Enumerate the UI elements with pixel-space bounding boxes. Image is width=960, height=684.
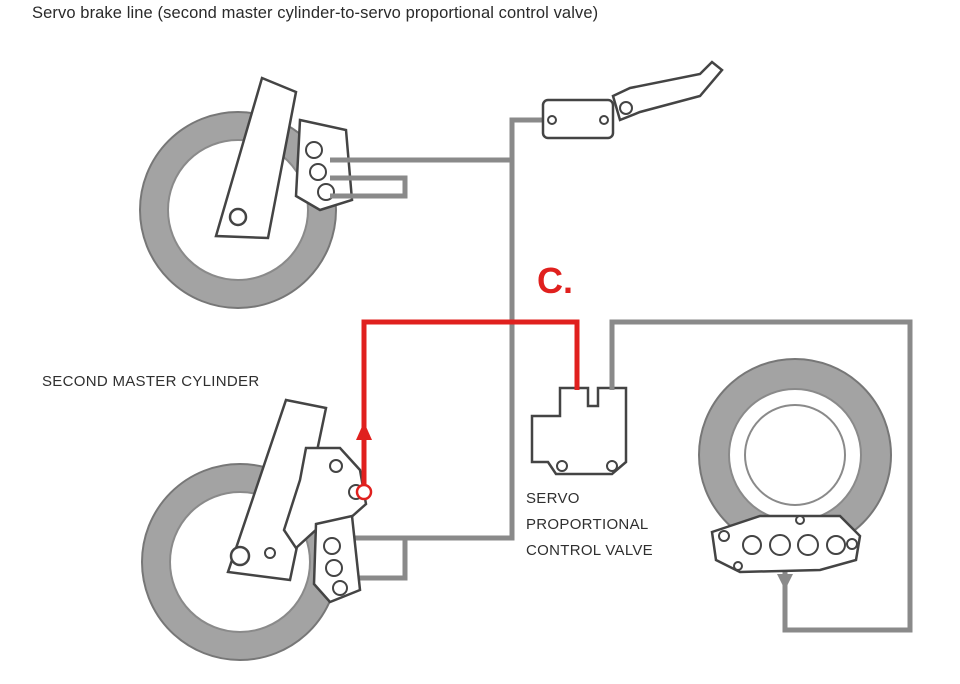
rear-brake-line: [609, 319, 913, 633]
second-master-cylinder-label: SECOND MASTER CYLINDER: [42, 373, 260, 390]
servo-brake-line-highlight: [361, 319, 580, 490]
caliper-lower: [312, 514, 362, 604]
servo-valve-label-line3: CONTROL VALVE: [526, 542, 653, 559]
highlight-marker: C.: [537, 260, 573, 301]
servo-proportional-control-valve: [530, 386, 628, 476]
rear-caliper: [710, 514, 862, 574]
rear-wheel: [698, 358, 892, 552]
red-flow-arrow: [356, 422, 372, 440]
front-brake-line: [330, 117, 545, 581]
servo-valve-label-line2: PROPORTIONAL: [526, 516, 649, 533]
servo-valve-label: SERVO PROPORTIONAL CONTROL VALVE: [526, 486, 653, 564]
rear-flow-arrow: [777, 574, 793, 590]
fork-leg-upper: [214, 76, 298, 240]
front-master-cylinder: [541, 60, 724, 140]
diagram-title: Servo brake line (second master cylinder…: [32, 4, 599, 22]
red-line-fitting: [355, 483, 373, 501]
fork-leg-lower: [226, 398, 328, 582]
servo-valve-label-line1: SERVO: [526, 490, 580, 507]
